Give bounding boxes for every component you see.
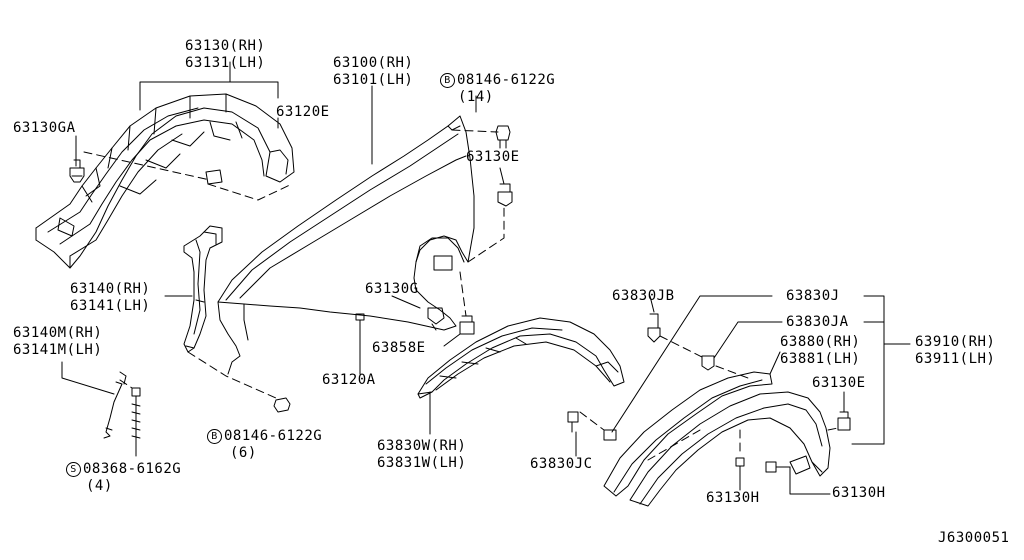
b-circle-icon: B	[207, 429, 222, 444]
label-63140m-rh: 63140M(RH)	[13, 325, 103, 341]
label-63130e-right: 63130E	[812, 375, 866, 391]
label-63131-lh: 63131(LH)	[185, 55, 266, 71]
clip-63130ga	[69, 159, 85, 183]
clip-63130g	[427, 307, 445, 331]
label-63881-lh: 63881(LH)	[780, 351, 861, 367]
label-63880-rh: 63880(RH)	[780, 334, 861, 350]
label-63141-lh: 63141(LH)	[70, 298, 151, 314]
label-63830ja: 63830JA	[786, 314, 849, 330]
inner-liner-63830w-drawing	[417, 317, 625, 399]
fender-liner-drawing	[35, 93, 295, 269]
label-63130h-left: 63130H	[706, 490, 760, 506]
label-63858e: 63858E	[372, 340, 426, 356]
label-63830jc: 63830JC	[530, 456, 593, 472]
bolt-s08368-drawing	[131, 387, 141, 449]
screw-63130h-right	[765, 461, 791, 473]
label-63101-lh: 63101(LH)	[333, 72, 414, 88]
label-63830j: 63830J	[786, 288, 840, 304]
label-63830w-rh: 63830W(RH)	[377, 438, 467, 454]
wheel-arch-molding-drawing	[603, 371, 773, 497]
fender-flare-drawing	[629, 391, 831, 507]
label-63140-rh: 63140(RH)	[70, 281, 151, 297]
label-63830jb: 63830JB	[612, 288, 675, 304]
bracket-63140-drawing	[183, 225, 223, 353]
label-qty-4: (4)	[86, 478, 113, 494]
label-qty-6: (6)	[230, 445, 257, 461]
clip-63858e	[459, 315, 475, 335]
clip-63830ja	[701, 355, 715, 371]
label-63100-rh: 63100(RH)	[333, 55, 414, 71]
label-b08146-top-text: 08146-6122G	[457, 72, 556, 88]
label-63130e-top: 63130E	[466, 149, 520, 165]
label-63911-lh: 63911(LH)	[915, 351, 996, 367]
label-63910-rh: 63910(RH)	[915, 334, 996, 350]
clip-63830jc	[567, 411, 579, 433]
label-b08146-bottom-text: 08146-6122G	[224, 428, 323, 444]
label-63130-rh: 63130(RH)	[185, 38, 266, 54]
dashed-assembly-lines	[83, 129, 839, 461]
label-qty-14: (14)	[458, 89, 494, 105]
clip-63130e-right	[837, 411, 851, 431]
clip-63830j	[603, 429, 617, 441]
clip-63830jb	[647, 313, 661, 343]
diagram-code: J6300051	[938, 530, 1010, 546]
label-s08368-text: 08368-6162G	[83, 461, 182, 477]
b-circle-icon: B	[440, 73, 455, 88]
label-63130h-right: 63130H	[832, 485, 886, 501]
label-63130g: 63130G	[365, 281, 419, 297]
clip-63130e-top	[497, 183, 513, 207]
screw-63130h-left	[735, 457, 745, 481]
label-63141m-lh: 63141M(LH)	[13, 342, 103, 358]
bolt-b08146-top	[495, 125, 511, 149]
leader-lines	[61, 61, 911, 495]
s-circle-icon: S	[66, 462, 81, 477]
bolt-b08146-bottom	[273, 397, 291, 413]
rod-63140m-drawing	[103, 371, 127, 439]
label-63831w-lh: 63831W(LH)	[377, 455, 467, 471]
screw-63120a	[355, 313, 365, 331]
fender-panel-drawing	[217, 115, 475, 375]
label-63130ga: 63130GA	[13, 120, 76, 136]
label-63120a: 63120A	[322, 372, 376, 388]
label-63120e: 63120E	[276, 104, 330, 120]
